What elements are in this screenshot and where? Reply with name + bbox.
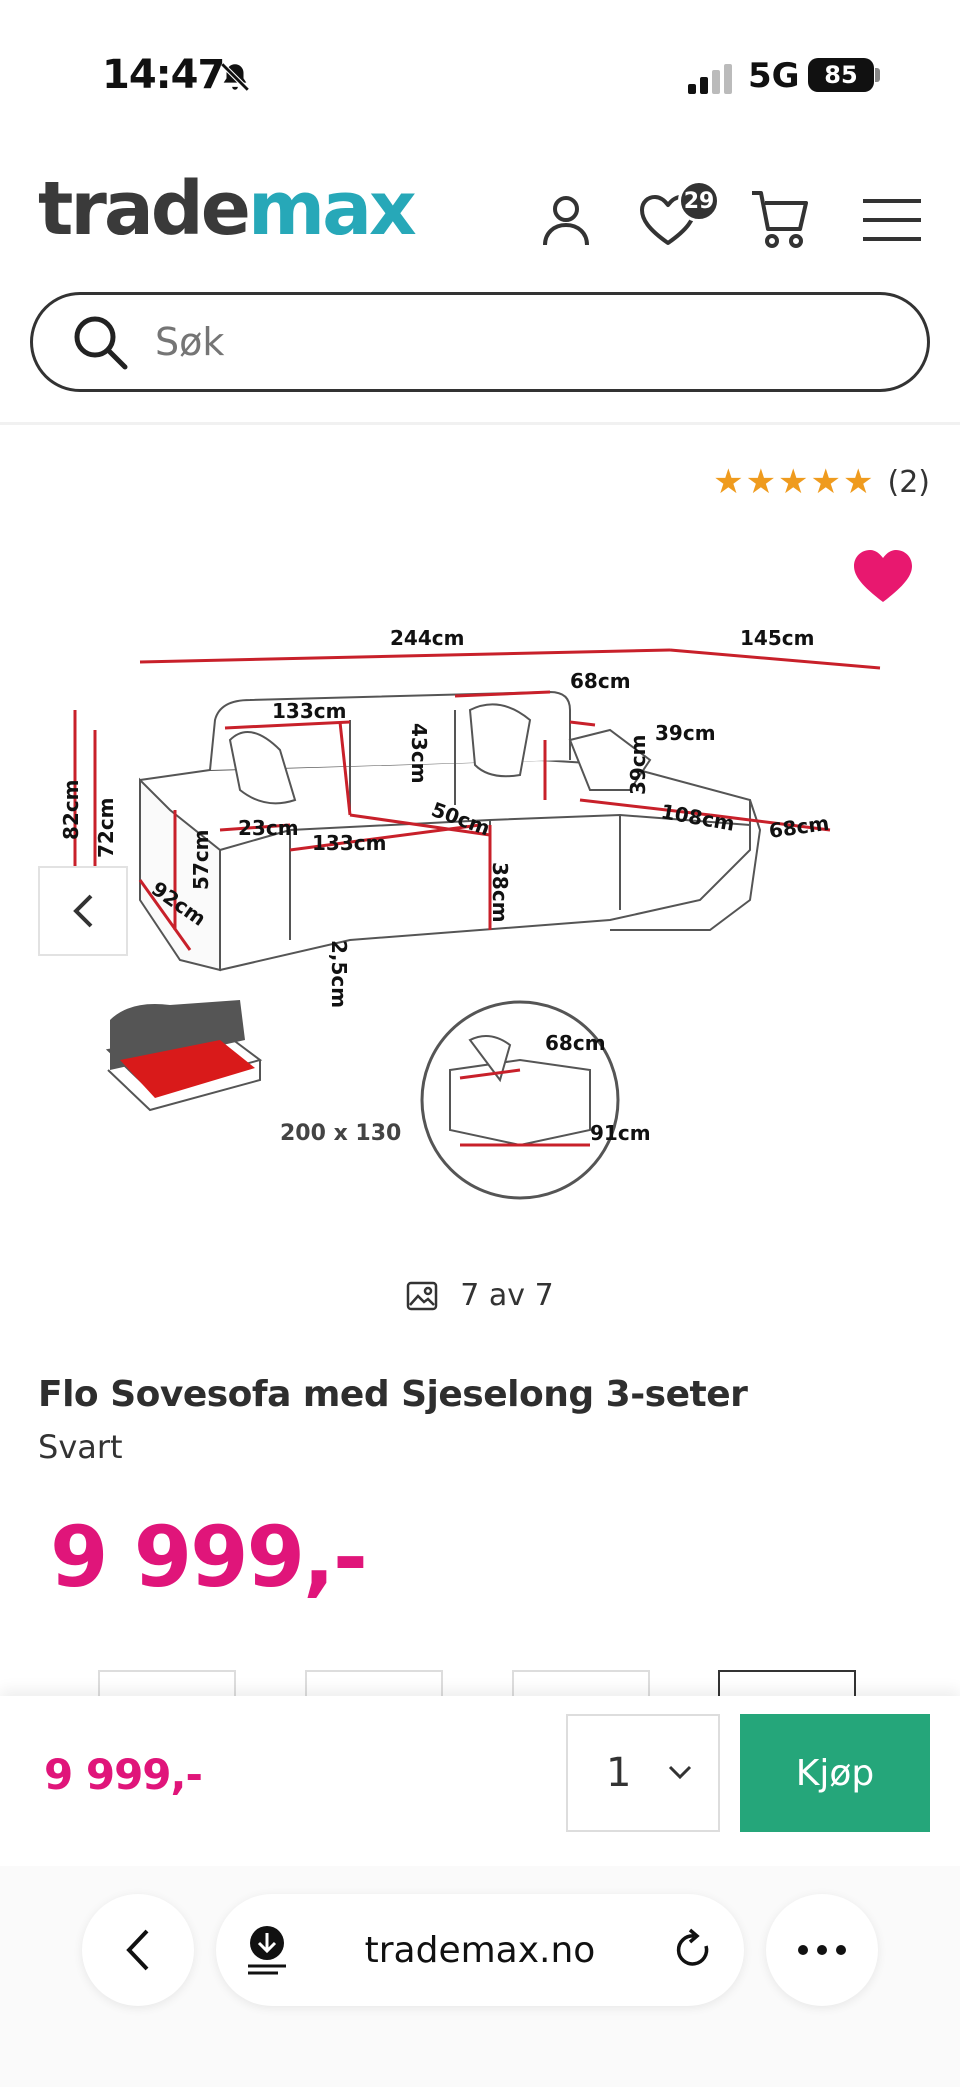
star-icon: ★ xyxy=(778,462,809,502)
gallery-prev-button[interactable] xyxy=(38,866,128,956)
dim-detail-depth: 91cm xyxy=(590,1121,651,1145)
image-counter: 7 av 7 xyxy=(0,1278,960,1313)
dim-seat-height: 57cm xyxy=(189,829,213,890)
battery-tip xyxy=(875,68,880,82)
star-icon: ★ xyxy=(810,462,842,502)
dim-front-height: 38cm xyxy=(488,862,512,923)
dim-chaise-depth: 68cm xyxy=(767,811,830,843)
chevron-down-icon xyxy=(668,1765,692,1780)
dim-back-cushion: 133cm xyxy=(272,699,346,723)
trademax-logo[interactable]: trademax xyxy=(38,172,417,246)
dim-total-width: 244cm xyxy=(390,626,464,650)
browser-more-button[interactable] xyxy=(766,1894,878,2006)
wishlist-count-badge: 29 xyxy=(678,180,720,222)
variant-thumb-selected[interactable] xyxy=(718,1670,856,1700)
logo-trade: trade xyxy=(38,166,251,252)
star-icon: ★ xyxy=(745,462,777,502)
browser-address-bar[interactable]: trademax.no xyxy=(216,1894,744,2006)
search-bar[interactable] xyxy=(30,292,930,392)
rating-count: (2) xyxy=(887,464,931,500)
dim-cushion-width: 68cm xyxy=(570,669,631,693)
account-button[interactable] xyxy=(536,190,596,250)
image-icon xyxy=(407,1281,438,1310)
quantity-select[interactable]: 1 xyxy=(566,1714,720,1832)
dim-small-pillow: 39cm xyxy=(655,721,716,745)
product-title: Flo Sovesofa med Sjeselong 3-seter xyxy=(38,1374,748,1415)
header-divider xyxy=(0,422,960,425)
dim-detail-height: 68cm xyxy=(545,1031,606,1055)
signal-icon xyxy=(688,64,732,94)
logo-max: max xyxy=(247,166,417,252)
chevron-left-icon xyxy=(126,1929,149,1971)
dim-leg-height: 2,5cm xyxy=(327,940,351,1008)
star-icon: ★ xyxy=(843,462,874,502)
user-icon xyxy=(543,196,589,246)
dim-bed-size: 200 x 130 xyxy=(280,1121,401,1146)
product-price: 9 999,- xyxy=(50,1508,368,1606)
star-icon: ★ xyxy=(713,462,744,502)
chevron-left-icon xyxy=(73,894,93,928)
reload-icon[interactable] xyxy=(672,1928,714,1972)
browser-url: trademax.no xyxy=(364,1930,596,1971)
battery-level: 85 xyxy=(808,58,874,92)
browser-back-button[interactable] xyxy=(82,1894,194,2006)
buy-bar-price: 9 999,- xyxy=(44,1750,203,1799)
sticky-buy-bar: 9 999,- 1 Kjøp xyxy=(0,1696,960,1866)
product-image-dimensions: 244cm 145cm 133cm 68cm 43cm 39cm 39cm 82… xyxy=(59,626,881,1200)
hamburger-menu-icon xyxy=(863,199,921,241)
image-counter-text: 7 av 7 xyxy=(460,1278,554,1313)
dim-small-pillow-h: 39cm xyxy=(626,734,650,795)
browser-toolbar: trademax.no xyxy=(0,1866,960,2087)
dim-back-height: 43cm xyxy=(407,723,431,784)
search-icon xyxy=(74,316,128,370)
search-input[interactable] xyxy=(155,320,855,364)
dim-chaise-width: 145cm xyxy=(740,626,814,650)
favorite-heart-icon[interactable] xyxy=(852,548,914,604)
dim-arm-height: 72cm xyxy=(94,797,118,858)
more-dots-icon xyxy=(798,1945,846,1955)
buy-button[interactable]: Kjøp xyxy=(740,1714,930,1832)
status-bar: 14:47 5G 85 xyxy=(0,0,960,150)
cart-icon xyxy=(752,191,808,248)
rating-stars: ★ ★ ★ ★ ★ xyxy=(711,462,873,502)
quantity-value: 1 xyxy=(606,1750,632,1796)
cart-button[interactable] xyxy=(750,190,810,250)
product-color: Svart xyxy=(38,1428,123,1466)
dim-seat-width: 133cm xyxy=(312,831,386,855)
status-time: 14:47 xyxy=(102,52,225,98)
variant-thumb[interactable] xyxy=(305,1670,443,1700)
dim-arm-width: 23cm xyxy=(238,816,299,840)
download-icon xyxy=(248,1926,286,1975)
bell-off-icon xyxy=(220,62,250,92)
network-type: 5G xyxy=(748,56,800,96)
menu-button[interactable] xyxy=(862,190,922,250)
variant-thumb[interactable] xyxy=(98,1670,236,1700)
variant-thumb[interactable] xyxy=(512,1670,650,1700)
dim-total-height: 82cm xyxy=(59,779,83,840)
product-rating[interactable]: ★ ★ ★ ★ ★ (2) xyxy=(711,462,930,502)
variant-thumbnails xyxy=(0,1670,960,1700)
